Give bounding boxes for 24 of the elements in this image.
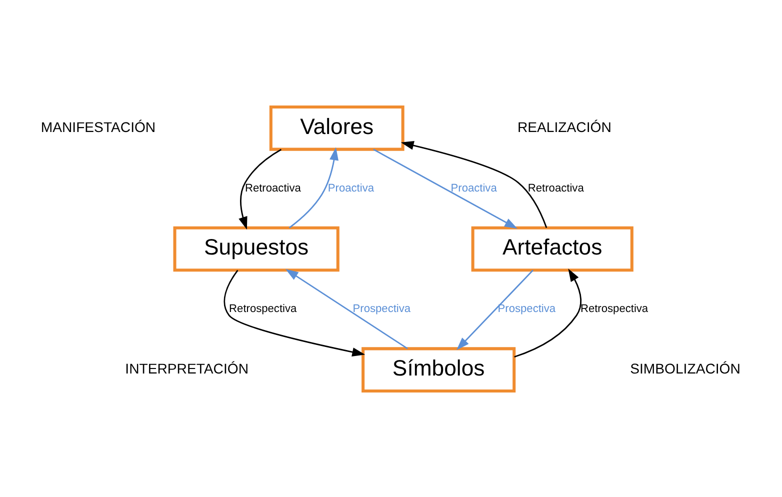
edge-label: Prospectiva — [498, 302, 556, 315]
label: REALIZACIÓN — [518, 118, 612, 134]
node-box: Valores — [269, 105, 404, 150]
arrow — [373, 148, 518, 228]
arrow — [288, 146, 338, 228]
arrow — [456, 269, 534, 350]
label: SIMBOLIZACIÓN — [630, 360, 740, 376]
node-box: Artefactos — [471, 226, 634, 272]
edge-label: Retrospectiva — [580, 302, 648, 315]
label: MANIFESTACIÓN — [40, 118, 156, 134]
edge-label: Proactiva — [450, 182, 497, 194]
arrow — [285, 268, 408, 349]
arrow — [224, 269, 366, 356]
arrow — [400, 140, 548, 228]
edge-label: Retroactiva — [244, 182, 301, 194]
edge-label: Prospectiva — [352, 302, 411, 315]
arrow — [238, 148, 282, 230]
label: INTERPRETACIÓN — [125, 360, 249, 376]
node-box: Símbolos — [362, 346, 516, 392]
node-box: Supuestos — [173, 226, 340, 272]
arrow — [514, 268, 582, 358]
edge-label: Retroactiva — [528, 182, 584, 194]
edge-label: Proactiva — [328, 182, 374, 194]
edge-label: Retrospectiva — [229, 302, 297, 315]
